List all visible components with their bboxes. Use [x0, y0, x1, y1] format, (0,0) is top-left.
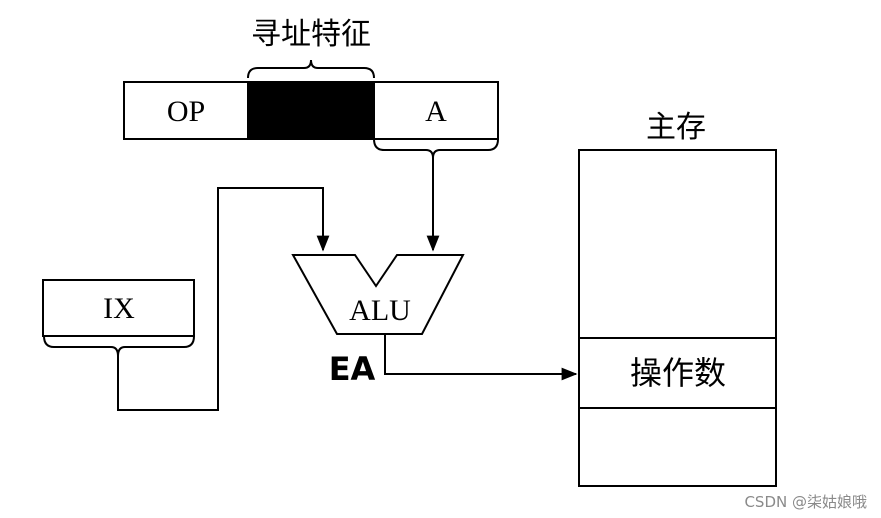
- main-memory-title: 主存: [646, 111, 706, 144]
- index-register-label: IX: [103, 292, 135, 325]
- alu-unit: [291, 254, 465, 335]
- addressing-feature-brace: [247, 59, 375, 79]
- operand-label: 操作数: [630, 355, 726, 391]
- addressing-feature-label: 寻址特征: [251, 18, 371, 51]
- index-register-brace: [43, 335, 195, 357]
- main-memory: [578, 149, 777, 487]
- addressing-feature-field: [247, 81, 375, 140]
- watermark: CSDN @柒姑娘哦: [744, 493, 867, 511]
- alu-label: ALU: [349, 294, 411, 327]
- instruction-word: OP A: [123, 81, 499, 140]
- index-to-alu-path: [117, 187, 330, 411]
- address-field: [373, 81, 499, 140]
- ea-to-memory-arrow: [384, 334, 578, 381]
- address-field-brace: [373, 138, 499, 159]
- op-field: [123, 81, 249, 140]
- address-label: A: [425, 95, 447, 128]
- index-register: [42, 279, 195, 337]
- op-label: OP: [167, 95, 205, 128]
- ea-label: EA: [329, 350, 376, 388]
